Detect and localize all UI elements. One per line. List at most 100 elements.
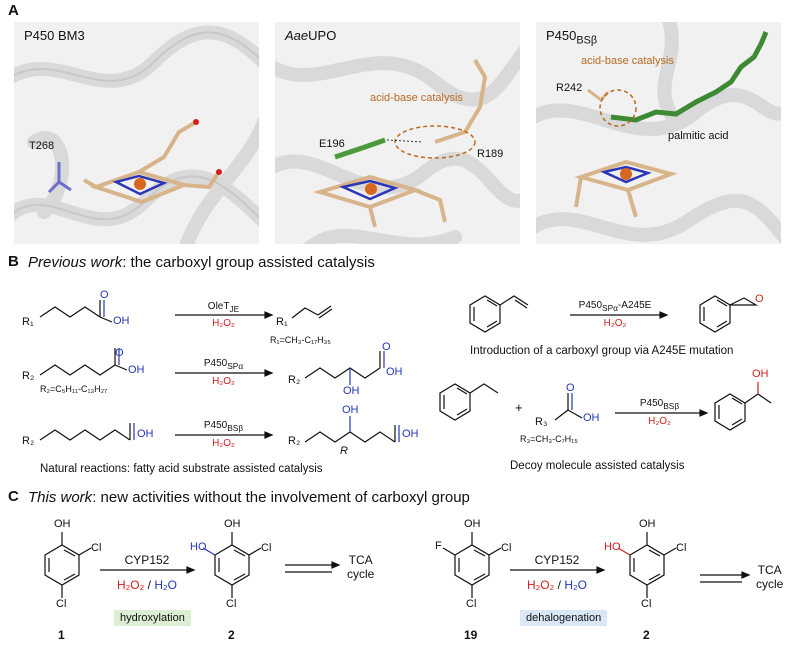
caption-natural: Natural reactions: fatty acid substrate … (40, 463, 323, 475)
tag-hydroxylation: hydroxylation (114, 608, 191, 626)
r2-label: R₂ (22, 435, 35, 447)
ligand-label: palmitic acid (668, 130, 729, 142)
panel-b-schemes (39, 295, 772, 443)
atom-oh: OH (464, 518, 481, 530)
oxidant-label: H₂O₂ / H₂O (510, 578, 604, 592)
enzyme-sub: SPα (602, 303, 618, 313)
annotation-label: acid-base catalysis (581, 55, 674, 67)
structure-p450-bsb: P450BSβ acid-base catalysis R242 palmiti… (536, 22, 781, 244)
compound-number: 2 (643, 628, 650, 642)
enzyme-base: P450 (578, 300, 603, 311)
atom-oh: OH (54, 518, 71, 530)
carbonyl-o: O (115, 347, 124, 359)
enzyme-label: OleTJE (175, 301, 272, 314)
separator: / (554, 578, 565, 592)
atom-cl: Cl (466, 598, 477, 610)
hydroxyl-oh: OH (402, 428, 419, 440)
title-rest: : the carboxyl group assisted catalysis (122, 254, 375, 271)
title-base: P450 (546, 28, 577, 43)
hydroxyl-oh: OH (583, 412, 600, 424)
tca-text: TCA (757, 563, 782, 577)
panel-b-title: Previous work: the carboxyl group assist… (28, 254, 375, 271)
panel-c-label: C (8, 488, 19, 505)
tag-dehalogenation: dehalogenation (520, 608, 608, 626)
oxidant-label: H₂O₂ / H₂O (100, 578, 194, 592)
panel-c-title: This work: new activities without the in… (28, 489, 470, 506)
enzyme-base: OleT (207, 301, 230, 312)
residue-label: R242 (556, 82, 583, 94)
structure-title: P450 BM3 (24, 28, 85, 43)
product-oh: OH (752, 368, 769, 380)
oxidant-label: H₂O₂ (212, 376, 235, 387)
enzyme-label: CYP152 (124, 553, 170, 567)
oxidant-h2o: H₂O (564, 578, 587, 592)
tag-text: hydroxylation (114, 610, 191, 626)
enzyme-label: P450BSβ (175, 420, 272, 433)
atom-cl: Cl (91, 542, 102, 554)
atom-ho: HO (190, 541, 207, 553)
panel-c-schemes (44, 532, 751, 598)
atom-cl: Cl (676, 542, 687, 554)
separator: / (144, 578, 155, 592)
atom-cl: Cl (641, 598, 652, 610)
alpha-oh: OH (343, 385, 360, 397)
atom-oh: OH (639, 518, 656, 530)
tca-text: TCA (348, 553, 373, 567)
hydroxyl-oh: OH (137, 428, 154, 440)
beta-oh: OH (342, 404, 359, 416)
enzyme-base: P450 (203, 420, 228, 431)
r3-label: R₃ (535, 416, 548, 428)
atom-ho: HO (604, 541, 621, 553)
title-rest: : new activities without the involvement… (92, 489, 470, 506)
r2-label: R₂ (22, 370, 35, 382)
enzyme-sub: BSβ (663, 401, 680, 411)
panel-a-label: A (8, 2, 19, 19)
title-italic: Aae (285, 28, 309, 43)
caption-decoy: Decoy molecule assisted catalysis (510, 460, 685, 472)
compound-number: 1 (58, 628, 65, 642)
r-group-definition: R₁=CH₃-C₁₇H₃₅ (270, 335, 331, 345)
enzyme-suffix: -A245E (617, 300, 652, 311)
oxidant-label: H₂O₂ (212, 318, 235, 329)
oxidant-label: H₂O₂ (603, 318, 627, 329)
carbonyl-o: O (100, 289, 109, 301)
title-italic: Previous work (28, 254, 123, 271)
oxidant-label: H₂O₂ (648, 416, 671, 427)
residue-label: R189 (477, 148, 504, 160)
carbonyl-o: O (382, 341, 391, 353)
r1-label: R₁ (276, 316, 288, 328)
hydroxyl-oh: OH (386, 366, 403, 378)
atom-f: F (435, 540, 442, 552)
protein-ribbon-3 (536, 22, 781, 244)
oxidant-h2o2: H₂O₂ (116, 578, 145, 592)
enzyme-base: P450 (203, 358, 228, 369)
annotation-label: acid-base catalysis (370, 92, 463, 104)
cycle-text: cycle (756, 577, 784, 591)
epoxide-o: O (755, 293, 764, 305)
protein-ribbon-2 (275, 46, 520, 244)
r2-label: R₂ (288, 374, 301, 386)
structure-title: AaeUPO (285, 28, 336, 43)
plus-sign: + (515, 400, 523, 415)
compound-number: 19 (464, 628, 478, 642)
enzyme-sub: JE (229, 304, 240, 314)
r-group-definition: R₃=CH₃-C₇H₁₅ (520, 434, 578, 444)
hydroxyl-oh: OH (128, 364, 145, 376)
atom-cl: Cl (56, 598, 67, 610)
panel-b-label: B (8, 253, 19, 270)
r-group-definition: R₂=C₅H₁₁-C₁₃H₂₇ (40, 384, 108, 394)
tag-text: dehalogenation (520, 610, 608, 626)
title-italic: This work (28, 489, 93, 506)
atom-oh: OH (224, 518, 241, 530)
title-rest: UPO (308, 28, 337, 43)
atom-cl: Cl (501, 542, 512, 554)
oxidant-h2o2: H₂O₂ (526, 578, 555, 592)
stereo-label: R (340, 445, 348, 457)
residue-label: E196 (319, 138, 345, 150)
enzyme-label: P450BSβ (612, 398, 707, 411)
protein-ribbon-1 (14, 25, 259, 244)
r2-label: R₂ (288, 435, 301, 447)
enzyme-label: CYP152 (534, 553, 580, 567)
